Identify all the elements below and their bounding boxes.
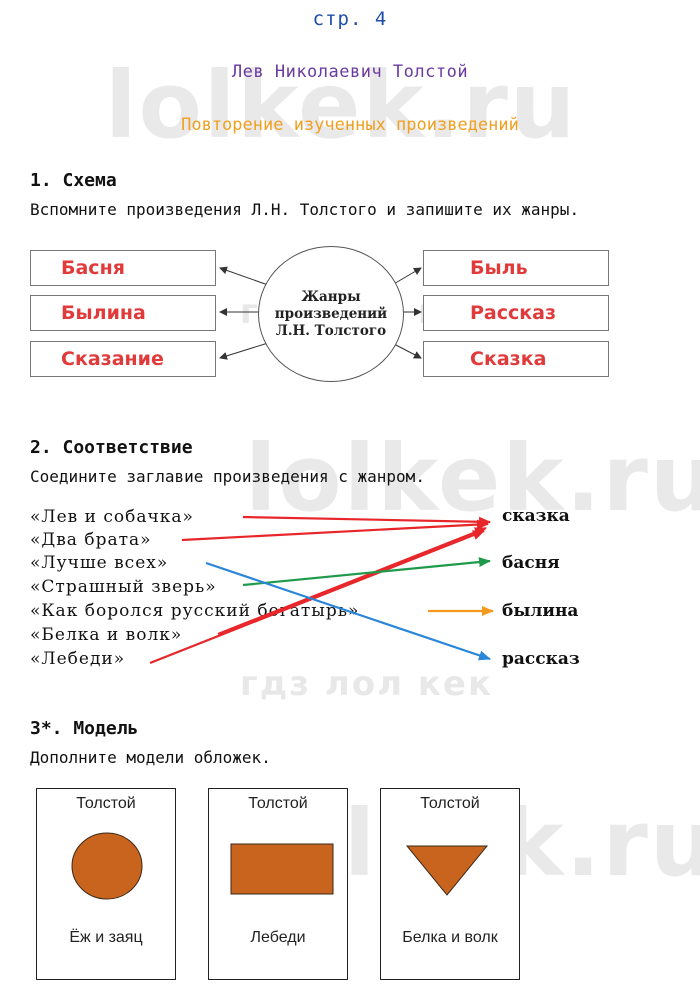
work-title-strashny-zver: «Страшный зверь» [30, 577, 217, 597]
arrow-to-basnya [219, 266, 269, 286]
card-title: Ёж и заяц [69, 929, 143, 946]
section2-instruction: Соедините заглавие произведения с жанром… [30, 467, 425, 486]
section1-instruction: Вспомните произведения Л.Н. Толстого и з… [30, 200, 580, 219]
center-line: Жанры [301, 288, 361, 305]
work-title-belka-i-volk: «Белка и волк» [30, 625, 183, 645]
card-title: Белка и волк [402, 929, 498, 946]
scheme-center-circle: Жанры произведений Л.Н. Толстого [258, 246, 404, 382]
cover-card: Толстой Лебеди [208, 788, 348, 980]
author-heading: Лев Николаевич Толстой [231, 62, 469, 82]
genre-label-bylina: былина [502, 601, 579, 621]
arrow-lev-to-skazka [242, 515, 491, 527]
work-title-dva-brata: «Два брата» [30, 530, 152, 550]
genre-box-bylina: Былина [30, 295, 216, 331]
arrow-to-byl [391, 267, 422, 286]
topic-subtitle: Повторение изученных произведений [181, 115, 519, 135]
triangle-shape [405, 845, 489, 896]
genre-box-rasskaz: Рассказ [423, 295, 609, 331]
genre-box-skazanie: Сказание [30, 341, 216, 377]
center-line: произведений [274, 305, 388, 322]
circle-shape [71, 832, 143, 900]
genre-box-skazka: Сказка [423, 341, 609, 377]
section3-instruction: Дополните модели обложек. [30, 748, 271, 767]
arrow-belka-to-skazka [217, 526, 487, 636]
arrow-lebedi-to-skazka [149, 529, 485, 665]
arrow-dva-brata-to-skazka [181, 519, 489, 542]
genre-label-skazka: сказка [502, 506, 570, 526]
arrow-to-skazanie [219, 342, 269, 360]
card-author: Толстой [420, 795, 480, 812]
genre-box-basnya: Басня [30, 250, 216, 286]
rectangle-shape [230, 843, 334, 895]
arrow-to-skazka [391, 342, 422, 359]
section2-title: 2. Соответствие [30, 437, 193, 458]
arrow-luchshe-to-rasskaz [205, 561, 491, 661]
section1-title: 1. Схема [30, 170, 117, 191]
card-author: Толстой [76, 795, 136, 812]
work-title-luchshe-vseh: «Лучше всех» [30, 553, 169, 573]
genre-label-basnya: басня [502, 553, 560, 573]
center-line: Л.Н. Толстого [275, 322, 387, 339]
section3-title: 3*. Модель [30, 718, 139, 739]
page-number: стр. 4 [312, 8, 388, 30]
work-title-kak-borolsya: «Как боролся русский богатырь» [30, 601, 360, 621]
card-author: Толстой [248, 795, 308, 812]
work-title-lebedi: «Лебеди» [30, 649, 126, 669]
card-title: Лебеди [250, 929, 306, 946]
genre-box-byl: Быль [423, 250, 609, 286]
genre-label-rasskaz: рассказ [502, 649, 580, 669]
cover-card: Толстой Белка и волк [380, 788, 520, 980]
arrow-strashny-to-basnya [242, 557, 491, 587]
cover-card: Толстой Ёж и заяц [36, 788, 176, 980]
work-title-lev-i-sobachka: «Лев и собачка» [30, 507, 194, 527]
